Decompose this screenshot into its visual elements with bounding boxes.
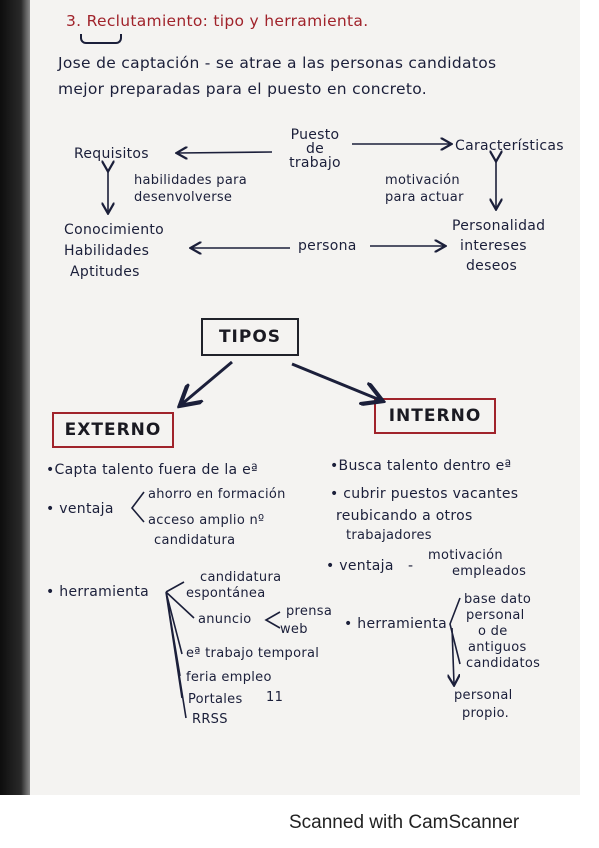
tool-eqtrabajo: eª trabajo temporal (186, 646, 320, 661)
bracket-interno-herramienta (449, 597, 461, 665)
tool-rrss: RRSS (192, 712, 228, 727)
diagram-motivacion-actuar: motivación para actuar (385, 173, 464, 205)
arrow-interno-personal (452, 627, 454, 684)
interno-o-de: o de (478, 624, 508, 639)
externo-capta: •Capta talento fuera de la eª (46, 462, 258, 478)
interno-antiguos: antiguos (468, 640, 527, 655)
interno-busca: •Busca talento dentro eª (330, 458, 512, 474)
interno-candidatos: candidatos (466, 656, 541, 671)
intro-line-2: mejor preparadas para el puesto en concr… (58, 80, 427, 98)
tool-web: web (280, 622, 308, 637)
diagram-habilidades: Habilidades (64, 243, 150, 259)
diagram-persona: persona (298, 238, 357, 254)
title-underline (80, 34, 122, 44)
diagram-habilidades-desenvolverse: habilidades para desenvolverse (134, 173, 247, 205)
arrow-tipos-externo (182, 360, 233, 404)
interno-personal: personal (466, 608, 525, 623)
tool-prensa: prensa (286, 604, 333, 619)
bracket-anuncio (264, 611, 281, 629)
interno-box: INTERNO (374, 398, 496, 434)
interno-empleados: empleados (452, 564, 527, 579)
diagram-intereses: intereses (460, 238, 527, 254)
fan-externo-herramienta (165, 581, 195, 719)
diagram-arrows (0, 0, 580, 719)
interno-ventaja: • ventaja (326, 558, 394, 574)
diagram-conocimiento: Conocimiento (64, 222, 165, 238)
interno-propio: propio. (462, 706, 510, 721)
arrow-tipos-interno (291, 362, 380, 400)
externo-candidatura: candidatura (154, 533, 236, 548)
externo-ventaja: • ventaja (46, 501, 114, 517)
tool-portales: Portales (188, 692, 243, 707)
interno-motivacion: motivación (428, 548, 503, 563)
externo-herramienta: • herramienta (46, 584, 150, 600)
tool-feria: feria empleo (186, 670, 272, 685)
diagram-caracteristicas: Características (455, 138, 564, 154)
interno-personal-2: personal (454, 688, 513, 703)
scanned-page: 3. Reclutamiento: tipo y herramienta. Jo… (0, 0, 580, 795)
tool-anuncio: anuncio (198, 612, 252, 627)
diagram-deseos: deseos (466, 258, 518, 274)
tool-candidatura: candidatura (200, 570, 282, 585)
intro-line-1: Jose de captación - se atrae a las perso… (58, 54, 497, 72)
binding-shadow (0, 0, 30, 795)
bracket-externo-ventaja (130, 491, 145, 523)
arrow-puesto-requisitos (178, 152, 273, 153)
tool-espontanea: espontánea (186, 586, 266, 601)
camscanner-footer: Scanned with CamScanner (289, 812, 520, 833)
diagram-personalidad: Personalidad (452, 218, 546, 234)
externo-acceso: acceso amplio nº (148, 513, 265, 528)
diagram-puesto: Puesto de trabajo (289, 127, 341, 171)
interno-trabajadores: trabajadores (346, 528, 432, 543)
interno-cubrir: • cubrir puestos vacantes (330, 486, 519, 502)
tipos-box: TIPOS (201, 318, 299, 356)
interno-herramienta: • herramienta (344, 616, 448, 632)
interno-reubicando: reubicando a otros (336, 508, 473, 524)
tool-portales-mark: 11 (266, 690, 284, 705)
interno-base-datos: base dato (464, 592, 532, 607)
diagram-aptitudes: Aptitudes (70, 264, 140, 280)
externo-ahorro: ahorro en formación (148, 487, 286, 502)
diagram-requisitos: Requisitos (74, 146, 149, 162)
externo-box: EXTERNO (52, 412, 174, 448)
interno-ventaja-dash: - (408, 558, 414, 574)
page-title: 3. Reclutamiento: tipo y herramienta. (66, 12, 369, 30)
